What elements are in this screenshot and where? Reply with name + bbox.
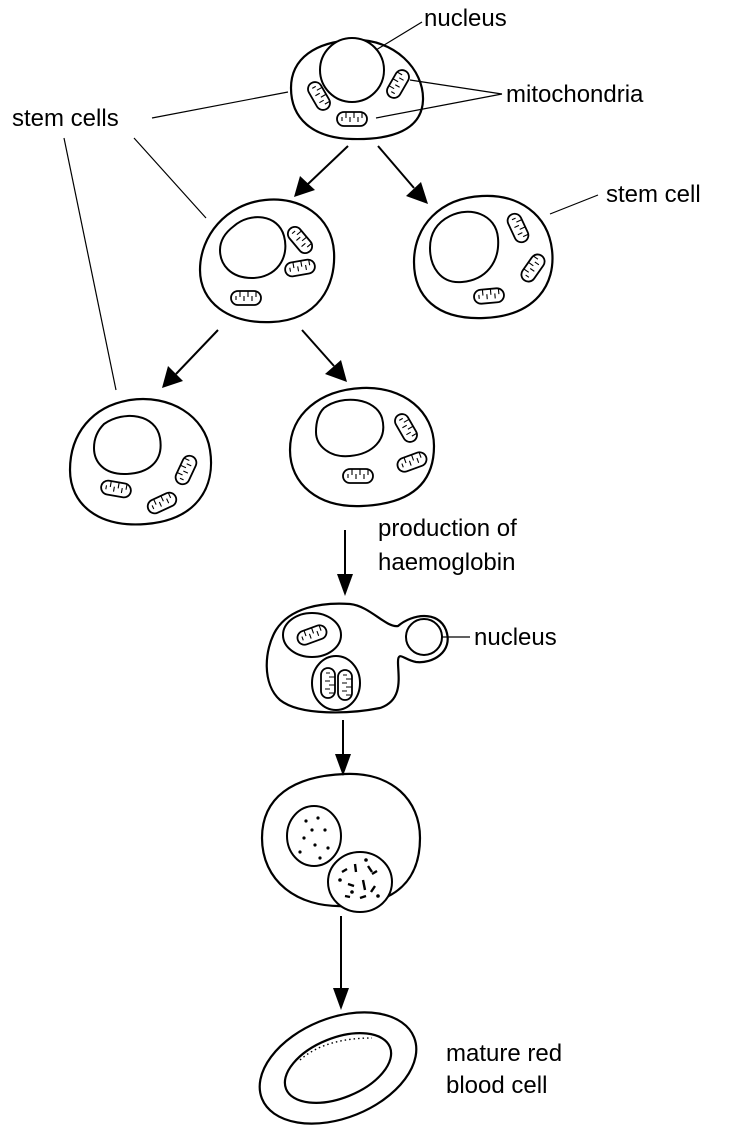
stem-cell-top: [289, 37, 425, 141]
leader-stem-cells-1: [151, 91, 289, 119]
leader-stem-cells-2: [133, 137, 207, 219]
mitochondrion: [230, 290, 262, 306]
nucleus: [428, 210, 500, 284]
label-stem-cells: stem cells: [12, 105, 119, 132]
leader-nucleus-top: [375, 21, 423, 51]
leader-mitochondria-2: [375, 93, 503, 119]
stem-cell-middle-right: [412, 194, 554, 320]
label-production-line2: haemoglobin: [378, 549, 515, 576]
leader-stem-cell: [549, 194, 599, 215]
label-nucleus-top: nucleus: [424, 5, 507, 32]
nucleus: [314, 398, 385, 458]
mitochondrion: [472, 286, 506, 306]
arrow-to-degrading-cell: [335, 720, 351, 776]
nucleus-expelled: [405, 618, 443, 656]
mitochondrion: [336, 111, 368, 127]
vesicle: [286, 805, 342, 867]
arrow-top-to-middle-left: [294, 145, 349, 197]
stem-cell-bottom-right: [288, 386, 436, 508]
mature-red-blood-cell: [258, 1011, 418, 1125]
nucleus: [218, 216, 287, 280]
label-production-line1: production of: [378, 515, 517, 542]
leader-mitochondria-1: [409, 79, 503, 95]
nucleus-top: [319, 37, 385, 103]
arrow-middle-left-to-bottom-left: [162, 329, 219, 388]
mitochondrion: [342, 468, 374, 484]
nucleus: [92, 415, 162, 476]
arrow-middle-left-to-bottom-right: [301, 329, 347, 382]
vesicle: [327, 851, 393, 913]
mitochondrion: [320, 667, 336, 699]
cell-expelling-nucleus: [265, 602, 449, 714]
arrow-to-expelling-cell: [337, 530, 353, 596]
label-mature-line1: mature red: [446, 1040, 562, 1067]
label-stem-cell: stem cell: [606, 181, 701, 208]
label-mature-line2: blood cell: [446, 1072, 547, 1099]
leader-stem-cells-3: [63, 137, 117, 391]
label-nucleus-mid: nucleus: [474, 624, 557, 651]
stem-cell-middle-left: [198, 198, 336, 324]
mitochondrion: [337, 669, 353, 701]
arrow-top-to-middle-right: [377, 145, 428, 204]
cell-with-degrading-organelles: [260, 772, 422, 913]
label-mitochondria: mitochondria: [506, 81, 644, 108]
stem-cell-bottom-left: [68, 397, 213, 526]
arrow-to-mature-cell: [333, 916, 349, 1010]
